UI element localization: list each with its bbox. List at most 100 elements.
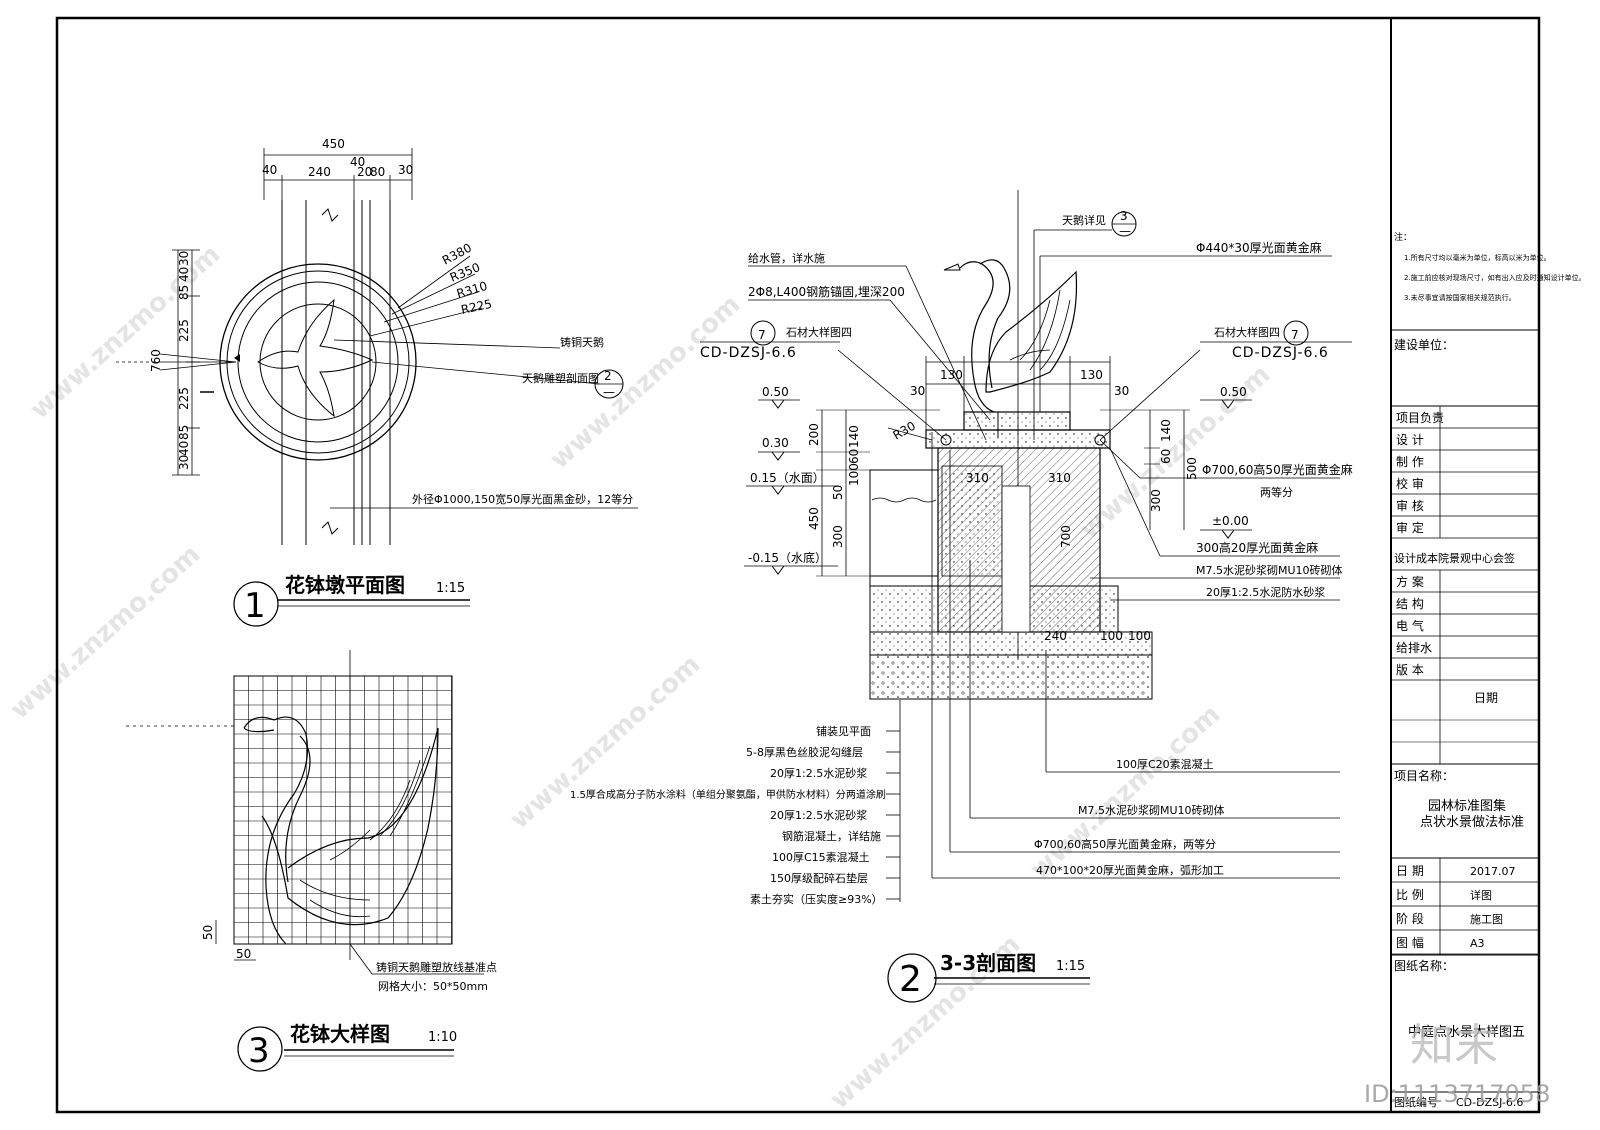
plan-label-outer-ring: 外径Φ1000,150宽50厚光面黑金砂，12等分 bbox=[412, 492, 633, 506]
tb-row-label: 方 案 bbox=[1396, 574, 1424, 589]
dim-label: 40 bbox=[177, 267, 191, 282]
dim-label: 225 bbox=[177, 319, 191, 342]
plan-scale: 1:15 bbox=[436, 581, 465, 596]
tb-note: 3.未尽事宜请按国家相关规范执行。 bbox=[1404, 293, 1516, 302]
dim-label: 50 bbox=[236, 947, 251, 961]
dim-label: 30 bbox=[177, 251, 191, 266]
tb-info-label: 比 例 bbox=[1396, 888, 1424, 902]
dim-label: 100 bbox=[1128, 629, 1151, 643]
tb-info-value: 2017.07 bbox=[1470, 865, 1516, 878]
plan-label-swan-section: 天鹅雕塑剖面图 bbox=[522, 371, 599, 385]
dim-label: 300 bbox=[831, 525, 845, 548]
dim-label: 140 bbox=[1159, 419, 1173, 442]
tb-drawing-no-label: 图纸编号 bbox=[1394, 1095, 1438, 1109]
dim-label: 100 bbox=[847, 463, 861, 486]
layer-label: 1.5厚合成高分子防水涂料（单组分聚氨酯，甲供防水材料）分两道涂刷 bbox=[570, 788, 886, 801]
dim-label: R30 bbox=[891, 419, 918, 443]
dim-label: 85 bbox=[177, 425, 191, 440]
dim-label: 85 bbox=[177, 285, 191, 300]
level-label: ±0.00 bbox=[1212, 514, 1249, 528]
dim-label: 310 bbox=[1048, 471, 1071, 485]
dim-label: 30 bbox=[1114, 384, 1129, 398]
callout-code-right: CD-DZSJ-6.6 bbox=[1232, 345, 1329, 361]
callout-code-left: CD-DZSJ-6.6 bbox=[700, 345, 797, 361]
dim-label: 40 bbox=[262, 163, 277, 177]
tb-drawing-name: 中庭点水景大样图五 bbox=[1408, 1024, 1525, 1040]
tb-build-unit: 建设单位： bbox=[1394, 337, 1454, 352]
id-watermark: ID:1113717058 bbox=[1364, 1080, 1550, 1108]
tb-info-label: 日 期 bbox=[1396, 864, 1424, 878]
callout-number: 2 bbox=[604, 369, 612, 383]
tb-project-label: 项目名称： bbox=[1394, 768, 1454, 783]
callout-number: 7 bbox=[758, 328, 766, 342]
swan-elevation bbox=[959, 259, 1078, 413]
dim-label: 30 bbox=[177, 455, 191, 470]
right-label: Φ700,60高50厚光面黄金麻 bbox=[1202, 462, 1353, 477]
tb-row-label: 审 核 bbox=[1396, 498, 1424, 513]
dim-label: 240 bbox=[1044, 629, 1067, 643]
level-label: 0.30 bbox=[762, 436, 789, 450]
callout-sub: — bbox=[1119, 224, 1131, 238]
drawing-frame bbox=[55, 16, 1541, 1114]
left-levels: 0.50 0.30 0.15（水面） -0.15（水底） 140 200 60 … bbox=[744, 385, 940, 577]
view-number: 3 bbox=[248, 1031, 270, 1071]
dim-label: 450 bbox=[807, 507, 821, 530]
tb-row-label: 版 本 bbox=[1396, 663, 1424, 677]
layer-label: 5-8厚黑色丝胶泥勾缝层 bbox=[746, 745, 863, 759]
level-label: 0.50 bbox=[1220, 385, 1247, 399]
plan-view: 450 40 240 40 20 80 30 30 85 40 225 760 … bbox=[116, 137, 638, 627]
detail-note-basepoint: 铸铜天鹅雕塑放线基准点 bbox=[376, 960, 497, 974]
plan-title: 花钵墩平面图 bbox=[285, 573, 405, 597]
tb-row-label: 项目负责 bbox=[1396, 411, 1444, 425]
radius-label: R225 bbox=[460, 297, 493, 317]
plan-label-bronze-swan: 铸铜天鹅 bbox=[560, 335, 604, 349]
watermark-text: www.znzmo.com bbox=[505, 649, 707, 835]
layer-label: 100厚C15素混凝土 bbox=[772, 850, 870, 864]
dim-label: 100 bbox=[1100, 629, 1123, 643]
swan-ref-label: 天鹅详见 bbox=[1062, 213, 1106, 227]
label-water-pipe: 给水管，详水施 bbox=[748, 251, 825, 265]
watermark-text: www.znzmo.com bbox=[25, 239, 227, 425]
tb-project-name: 园林标准图集 bbox=[1428, 798, 1506, 814]
brand-watermark: 知末 bbox=[1410, 1020, 1498, 1071]
watermark-text: www.znzmo.com bbox=[1025, 699, 1227, 885]
callout-number: 3 bbox=[1120, 209, 1128, 223]
swan-outline bbox=[243, 716, 439, 945]
callout-label-right: 石材大样图四 bbox=[1214, 325, 1280, 339]
dim-label: 20 bbox=[357, 165, 372, 179]
dim-label: 760 bbox=[149, 349, 163, 372]
view-number: 2 bbox=[899, 959, 922, 1000]
dim-label: 310 bbox=[966, 471, 989, 485]
tb-row-label: 校 审 bbox=[1396, 476, 1424, 491]
dim-label: 140 bbox=[847, 425, 861, 448]
tb-info-value: A3 bbox=[1470, 937, 1485, 950]
tb-row-label: 电 气 bbox=[1396, 618, 1424, 633]
tb-project-name: 点状水景做法标准 bbox=[1420, 815, 1524, 830]
dim-label: 80 bbox=[370, 165, 385, 179]
detail-note-grid: 网格大小：50*50mm bbox=[378, 979, 488, 993]
label-rebar: 2Φ8,L400钢筋锚固,埋深200 bbox=[748, 284, 905, 299]
tb-row-label: 给排水 bbox=[1396, 641, 1432, 655]
section-view: 130 30 130 30 310 310 700 240 100 100 R3… bbox=[570, 190, 1353, 1003]
detail-scale: 1:10 bbox=[428, 1030, 457, 1045]
dim-label: 200 bbox=[807, 423, 821, 446]
tb-row-label: 结 构 bbox=[1396, 596, 1424, 611]
dim-label: 130 bbox=[940, 368, 963, 382]
layer-label: 150厚级配碎石垫层 bbox=[770, 871, 868, 885]
layer-label: 素土夯实（压实度≥93%） bbox=[750, 892, 883, 906]
layer-label: 20厚1:2.5水泥砂浆 bbox=[770, 766, 867, 780]
dim-label: 225 bbox=[177, 387, 191, 410]
tb-info-label: 图 幅 bbox=[1396, 935, 1424, 950]
layer-label: 钢筋混凝土，详结施 bbox=[782, 829, 881, 843]
tb-date-label: 日期 bbox=[1474, 691, 1498, 705]
swan-detail-view: 50 50 铸铜天鹅雕塑放线基准点 网格大小：50*50mm 3 花钵大样图 1… bbox=[126, 650, 497, 1072]
tb-design-unit: 设计成本院景观中心会签 bbox=[1394, 551, 1515, 565]
right-label: 两等分 bbox=[1260, 485, 1293, 499]
bottom-right-label: M7.5水泥砂浆砌MU10砖砌体 bbox=[1078, 803, 1225, 817]
tb-note: 注： bbox=[1394, 231, 1412, 243]
dim-label: 450 bbox=[322, 137, 345, 151]
dim-label: 300 bbox=[1149, 489, 1163, 512]
detail-title: 花钵大样图 bbox=[290, 1022, 390, 1046]
bottom-right-label: 470*100*20厚光面黄金麻，弧形加工 bbox=[1036, 863, 1224, 877]
